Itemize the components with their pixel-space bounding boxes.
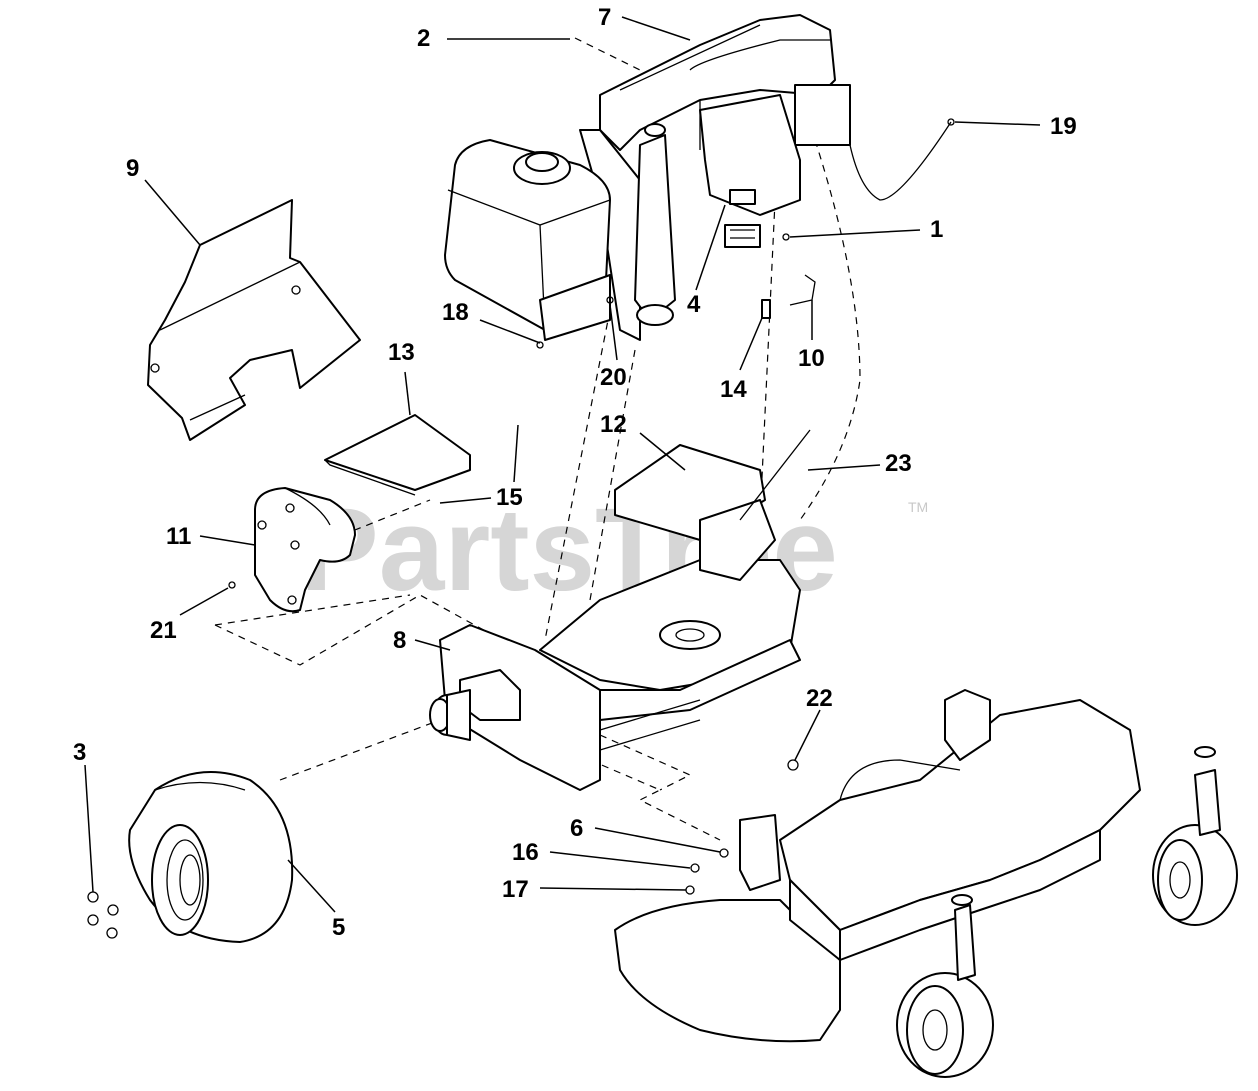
callout-23: 23	[885, 450, 912, 477]
callout-1: 1	[930, 216, 943, 243]
callout-9: 9	[126, 155, 139, 182]
callout-6: 6	[570, 815, 583, 842]
callout-20: 20	[600, 364, 627, 391]
fuel-tank	[444, 139, 611, 341]
callout-5: 5	[332, 914, 345, 941]
part-5-rear-wheel	[87, 771, 294, 943]
callout-14: 14	[720, 376, 747, 403]
part-13-plate	[324, 414, 471, 496]
part-9-shield	[147, 199, 361, 441]
control-small-parts	[724, 189, 816, 319]
callout-8: 8	[393, 627, 406, 654]
part-11-guard	[254, 487, 356, 613]
watermark-trademark: TM	[908, 499, 928, 515]
callout-16: 16	[512, 839, 539, 866]
callout-12: 12	[600, 411, 627, 438]
callout-13: 13	[388, 339, 415, 366]
mower-deck	[614, 689, 1141, 1043]
callouts: 1 2 3 4 5 6 7 8 9 10 11 12 13 14 15 16 1…	[73, 4, 1077, 941]
callout-4: 4	[687, 291, 701, 318]
callout-22: 22	[806, 685, 833, 712]
deck-hardware	[228, 118, 955, 895]
leader-lines	[84, 16, 1041, 913]
callout-3: 3	[73, 739, 86, 766]
part-7-handle-assembly	[579, 14, 851, 341]
wheel-motor-hub	[429, 689, 471, 741]
callout-11: 11	[166, 523, 191, 550]
callout-18: 18	[442, 299, 469, 326]
callout-15: 15	[496, 484, 523, 511]
deck-caster-wheels	[896, 746, 1238, 1078]
callout-10: 10	[798, 345, 825, 372]
callout-7: 7	[598, 4, 611, 31]
part-12-engine-frame	[539, 429, 811, 691]
callout-19: 19	[1050, 113, 1077, 140]
callout-2: 2	[417, 25, 430, 52]
callout-17: 17	[502, 876, 529, 903]
callout-21: 21	[150, 617, 177, 644]
part-8-chassis	[439, 624, 801, 791]
